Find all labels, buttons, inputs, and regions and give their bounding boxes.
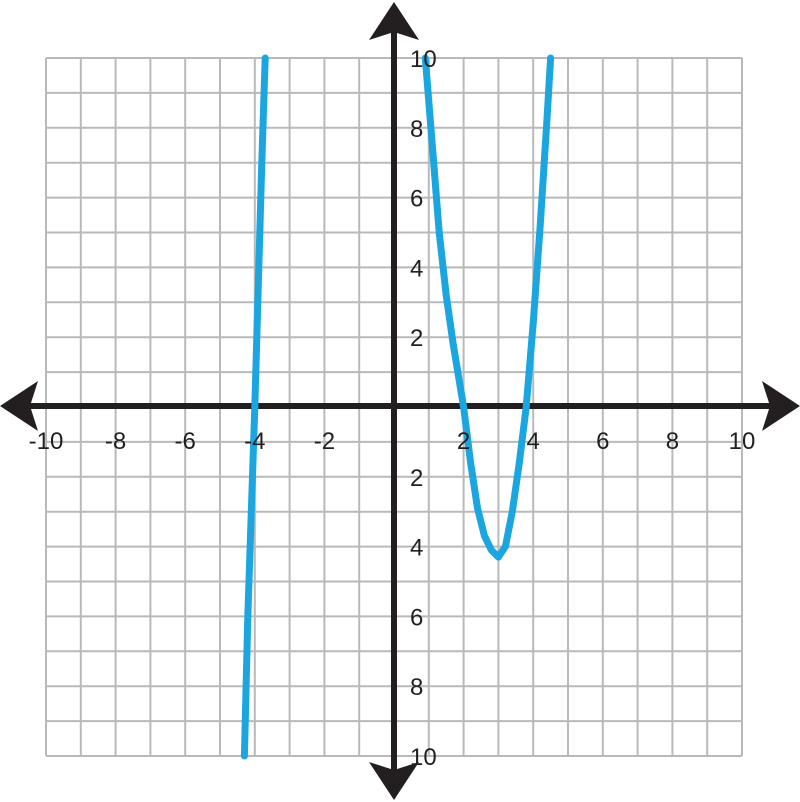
x-tick-label: 10: [729, 428, 756, 455]
y-tick-label: 8: [410, 116, 423, 143]
x-axis-right-arrow-icon: [762, 381, 800, 431]
y-tick-label: 2: [410, 325, 423, 352]
y-tick-label: 6: [410, 186, 423, 213]
y-tick-label: 2: [410, 465, 423, 492]
y-tick-label: 8: [410, 674, 423, 701]
x-tick-label: -8: [105, 428, 126, 455]
x-tick-label: -6: [175, 428, 196, 455]
y-axis-up-arrow-icon: [369, 2, 419, 40]
y-tick-label: 6: [410, 604, 423, 631]
series-line-1: [240, 54, 269, 760]
x-tick-label: -2: [314, 428, 335, 455]
x-tick-label: 4: [527, 428, 540, 455]
y-axis-down-arrow-icon: [369, 762, 419, 800]
x-tick-label: 6: [596, 428, 609, 455]
series-group: [240, 54, 555, 760]
series-line-2: [421, 54, 555, 561]
y-tick-label: 4: [410, 535, 423, 562]
x-tick-label: -10: [29, 428, 64, 455]
y-tick-labels: 10 8 6 4 2 2 4 6 8 10: [410, 46, 437, 771]
x-tick-label: 8: [666, 428, 679, 455]
y-tick-label: 10: [410, 46, 437, 73]
x-tick-label: -4: [244, 428, 265, 455]
y-tick-label: 10: [410, 744, 437, 771]
x-tick-labels: -10 -8 -6 -4 -2 2 4 6 8 10: [29, 428, 756, 455]
x-axis-left-arrow-icon: [0, 381, 38, 431]
y-tick-label: 4: [410, 255, 423, 282]
x-tick-label: 2: [457, 428, 470, 455]
